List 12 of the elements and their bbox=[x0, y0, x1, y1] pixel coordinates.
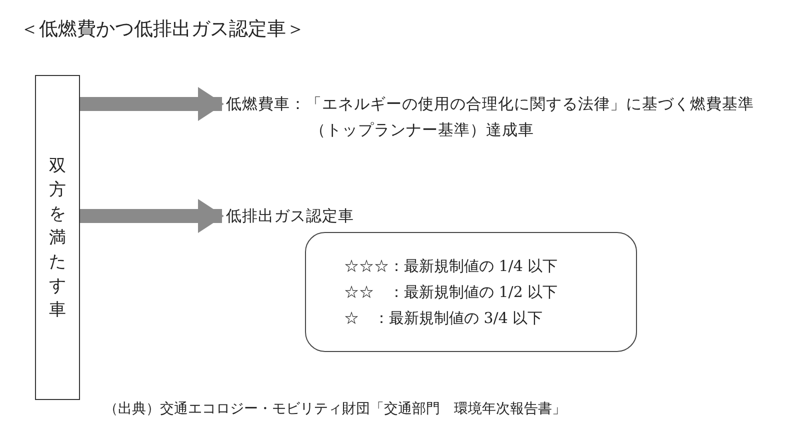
group-box bbox=[35, 75, 80, 400]
label-text: 低排出ガス認定車 bbox=[226, 206, 354, 227]
block-arrow bbox=[80, 87, 224, 121]
rating-line: ☆☆ ：最新規制値の 1/2 以下 bbox=[344, 282, 558, 303]
rating-line: ☆☆☆：最新規制値の 1/4 以下 bbox=[344, 256, 558, 277]
rating-line: ☆ ：最新規制値の 3/4 以下 bbox=[344, 308, 543, 329]
block-arrow bbox=[80, 199, 224, 233]
label-text: 低燃費車：「エネルギーの使用の合理化に関する法律」に基づく燃費基準（トップランナー基準）達成車 bbox=[226, 94, 755, 141]
box-label: 双方を満たす車 bbox=[49, 154, 66, 322]
title: ＜低燃費かつ低排出ガス認定車＞ bbox=[20, 17, 305, 42]
rating-box bbox=[305, 232, 637, 352]
source-caption: （出典）交通エコロジー・モビリティ財団「交通部門 環境年次報告書」 bbox=[104, 400, 566, 418]
